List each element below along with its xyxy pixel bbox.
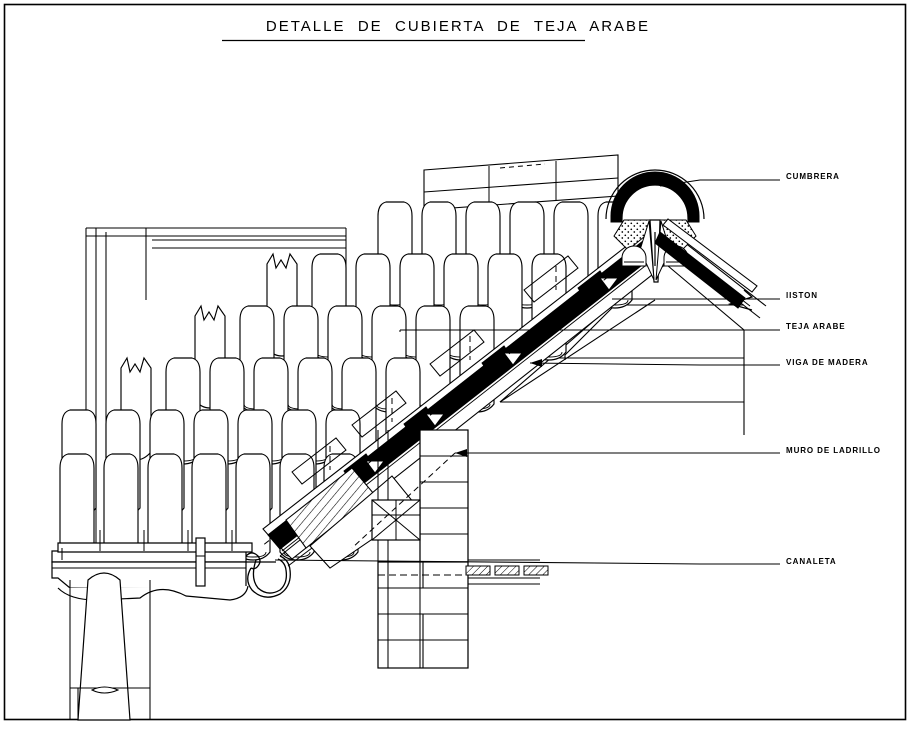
- leader-arrowheads: [455, 359, 542, 457]
- wooden-post: [69, 572, 151, 721]
- muro-de-ladrillo: [371, 429, 469, 669]
- liston-keys: [365, 277, 619, 474]
- tile-droppers: [99, 530, 233, 551]
- batten-boxes: [291, 255, 579, 485]
- eave-beam: [51, 561, 247, 589]
- rafter-assembly: [261, 226, 677, 569]
- floor-slab: [465, 559, 549, 585]
- leader-cumbrera2: [659, 179, 701, 187]
- canaleta: [245, 552, 291, 598]
- leader-lines: [274, 179, 780, 565]
- sheet-border: [3, 3, 907, 721]
- leader-canaleta2: [274, 559, 701, 565]
- page-title: DETALLE DE CUBIERTA DE TEJA ARABE: [265, 18, 651, 35]
- label-teja-arabe: TEJA ARABE: [786, 321, 846, 332]
- label-cumbrera: CUMBRERA: [786, 171, 840, 182]
- upper-plane-hidden: [488, 161, 557, 205]
- opposite-rafter: [654, 218, 758, 309]
- rafter-hidden: [261, 251, 641, 547]
- label-canaleta: CANALETA: [786, 556, 837, 567]
- post-knot: [90, 686, 120, 694]
- muro-pointer-dashed: [351, 452, 456, 549]
- label-liston: lISTON: [786, 290, 818, 301]
- canaleta-assembly: [51, 530, 313, 601]
- label-muro-de-ladrillo: MURO DE LADRILLO: [786, 445, 881, 456]
- leader-viga2: [529, 362, 701, 366]
- mortar-bed: [613, 219, 651, 251]
- slab-blocks: [465, 565, 549, 576]
- gutter-bracket: [195, 537, 206, 587]
- label-viga-de-madera: VIGA DE MADERA: [786, 357, 869, 368]
- fascia-board: [51, 550, 247, 563]
